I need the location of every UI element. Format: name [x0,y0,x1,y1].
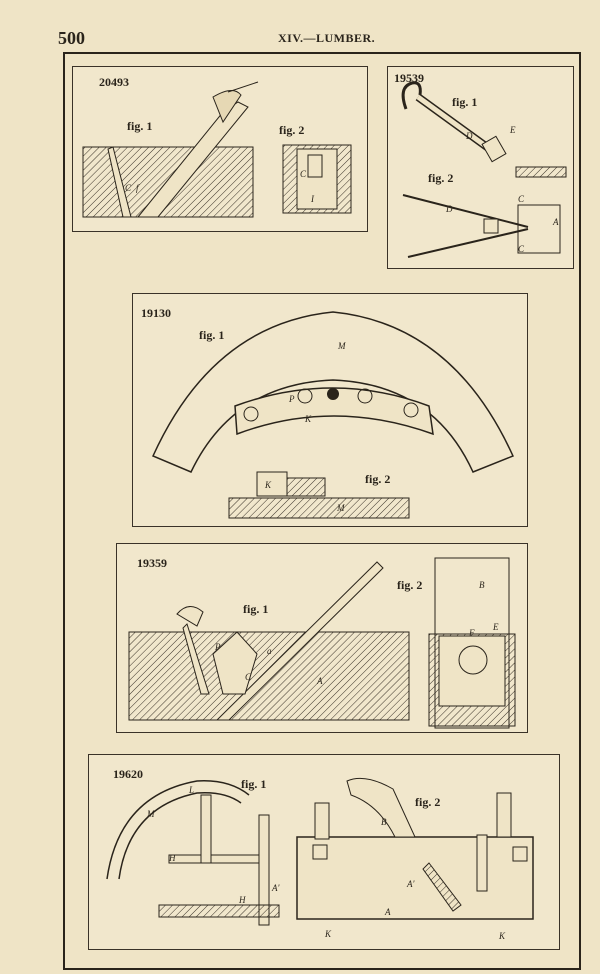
svg-text:f: f [136,183,140,193]
figure-box-19620: 19620 fig. 1 fig. 2 M L H H A' A A' K K … [88,754,560,950]
figure-box-19359: 19359 fig. 1 fig. 2 a C A P B E F [116,543,528,733]
patent-number: 19620 [113,767,143,781]
svg-text:D: D [465,131,473,141]
svg-text:K: K [304,414,312,424]
svg-text:A': A' [406,879,415,889]
svg-text:P: P [214,642,221,652]
patent-number: 19359 [137,556,167,570]
fig1-label: fig. 1 [452,95,478,109]
svg-text:M: M [146,809,155,819]
fig2-label: fig. 2 [365,472,391,486]
svg-text:A: A [384,907,391,917]
svg-text:B: B [381,817,387,827]
plate-frame [63,52,581,970]
svg-text:C: C [518,244,525,254]
svg-text:A': A' [271,883,280,893]
svg-text:I: I [310,194,315,204]
svg-text:C: C [245,672,252,682]
svg-text:C: C [300,169,307,179]
circular-plane-drawing: M P K K M [151,311,515,519]
fig2-label: fig. 2 [415,795,441,809]
running-title: XIV.—LUMBER. [278,31,376,45]
svg-text:H: H [168,853,176,863]
figure-box-19130: 19130 fig. 1 fig. 2 M P K K M [132,293,528,527]
svg-text:E: E [492,622,499,632]
fig2-label: fig. 2 [397,578,423,592]
plane-iron-drawing: C f C I [82,81,352,218]
svg-text:P: P [288,394,295,404]
svg-text:D: D [445,204,453,214]
svg-text:K: K [498,931,506,941]
svg-text:L: L [188,785,194,795]
svg-text:A: A [552,217,559,227]
svg-text:E: E [509,125,516,135]
page-number: 500 [58,28,85,48]
fig1-label: fig. 1 [199,328,225,342]
svg-text:a: a [267,646,272,656]
figure-box-19539: 19539 fig. 1 fig. 2 D E D C C A [387,66,574,269]
bevel-plane-drawing: M L H H A' A A' K K B [106,777,534,941]
svg-text:F: F [468,628,475,638]
svg-text:K: K [264,480,272,490]
fig1-label: fig. 1 [243,602,269,616]
svg-text:H: H [238,895,246,905]
hook-tool-drawing: D E D C C A [401,81,567,258]
figure-box-20493: 20493 fig. 1 fig. 2 C f C I [72,66,368,232]
svg-text:A: A [316,676,323,686]
svg-text:C: C [125,183,132,193]
svg-text:K: K [324,929,332,939]
fig1-label: fig. 1 [241,777,267,791]
fig1-label: fig. 1 [127,119,153,133]
svg-text:M: M [337,341,346,351]
patent-number: 19130 [141,306,171,320]
svg-text:M: M [336,503,345,513]
bench-plane-drawing: a C A P B E F [128,557,516,729]
patent-number: 20493 [99,75,129,89]
svg-text:B: B [479,580,485,590]
fig2-label: fig. 2 [279,123,305,137]
svg-text:C: C [518,194,525,204]
fig2-label: fig. 2 [428,171,454,185]
